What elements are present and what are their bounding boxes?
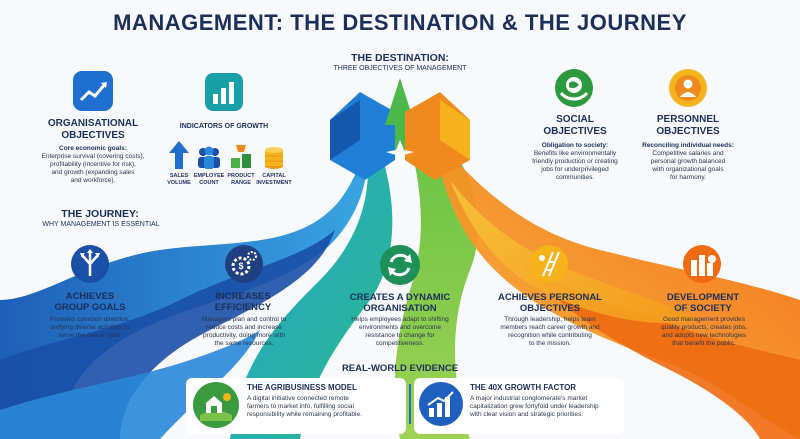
- group-goals-text: Provides common direction, unifying dive…: [49, 316, 131, 339]
- globe-hands-icon: [555, 69, 593, 107]
- society-title: DEVELOPMENT OF SOCIETY: [666, 292, 740, 314]
- up-arrow-icon: [169, 141, 189, 169]
- personal-objectives-text: Through leadership, helps team members r…: [500, 316, 600, 347]
- destination-subheading: THREE OBJECTIVES OF MANAGEMENT: [333, 65, 467, 72]
- journey-heading: THE JOURNEY:: [61, 208, 139, 220]
- swoosh-blue-3: [0, 330, 260, 439]
- organisational-sub: Core economic goals:: [59, 145, 127, 152]
- dynamic-organisation-title: CREATES A DYNAMIC ORGANISATION: [349, 292, 451, 314]
- organisational-text: Enterprise survival (covering costs), pr…: [41, 153, 145, 184]
- product-range-icon: [231, 145, 251, 168]
- logo-star: [386, 140, 414, 165]
- journey-subheading: WHY MANAGEMENT IS ESSENTIAL: [42, 221, 160, 228]
- farm-barn-icon: [193, 382, 239, 428]
- svg-text:$: $: [238, 261, 243, 271]
- indicators-title: INDICATORS OF GROWTH: [179, 123, 269, 130]
- group-goals-title: ACHIEVES GROUP GOALS: [54, 291, 126, 313]
- logo-green-arrow: [385, 78, 415, 155]
- swoosh-blue-2: [0, 230, 335, 439]
- split-arrows-icon: [71, 245, 109, 283]
- personnel-objectives-title: PERSONNEL OBJECTIVES: [656, 114, 720, 137]
- ladder-climb-icon: [530, 245, 568, 283]
- efficiency-text: Managers plan and control to reduce cost…: [201, 316, 287, 347]
- city-tree-icon: [683, 245, 721, 283]
- page-title: MANAGEMENT: THE DESTINATION & THE JOURNE…: [113, 10, 687, 35]
- destination-heading: THE DESTINATION:: [351, 52, 449, 64]
- destination-arrow-logo: [330, 78, 470, 180]
- personnel-sub: Reconciling individual needs:: [642, 142, 734, 149]
- bar-chart-icon: [205, 73, 243, 111]
- personnel-text: Competitive salaries and personal growth…: [650, 150, 726, 181]
- society-text: Good management provides quality product…: [661, 316, 747, 347]
- evidence-divider: [409, 384, 411, 424]
- dynamic-organisation-text: Helps employees adapt to shifting enviro…: [351, 316, 449, 347]
- swoosh-yellow: [450, 180, 700, 324]
- social-text: Benefits like environmentally friendly p…: [532, 150, 618, 181]
- evidence-heading: REAL-WORLD EVIDENCE: [341, 363, 459, 374]
- growth-factor-text: A major industrial conglomerate's market…: [470, 395, 599, 418]
- swoosh-blue-1: [0, 140, 367, 439]
- cycle-arrows-icon: [380, 245, 420, 285]
- gears-coin-icon: $: [225, 245, 263, 283]
- employees-icon: [198, 146, 220, 169]
- growth-factor-title: THE 40X GROWTH FACTOR: [470, 383, 577, 392]
- swoosh-teal: [230, 140, 393, 439]
- personal-objectives-title: ACHIEVES PERSONAL OBJECTIVES: [498, 292, 602, 314]
- capital-coins-icon: [265, 147, 283, 169]
- social-objectives-title: SOCIAL OBJECTIVES: [543, 114, 607, 137]
- agribusiness-text: A digital initiative connected remote fa…: [247, 395, 362, 418]
- growth-chart-icon: [73, 71, 113, 111]
- growth-bars-icon: [419, 382, 463, 426]
- person-idea-icon: [669, 69, 707, 107]
- efficiency-title: INCREASES EFFICIENCY: [214, 291, 272, 313]
- agribusiness-title: THE AGRIBUSINESS MODEL: [247, 383, 357, 392]
- social-sub: Obligation to society:: [541, 142, 609, 149]
- organisational-objectives-title: ORGANISATIONAL OBJECTIVES: [47, 118, 139, 141]
